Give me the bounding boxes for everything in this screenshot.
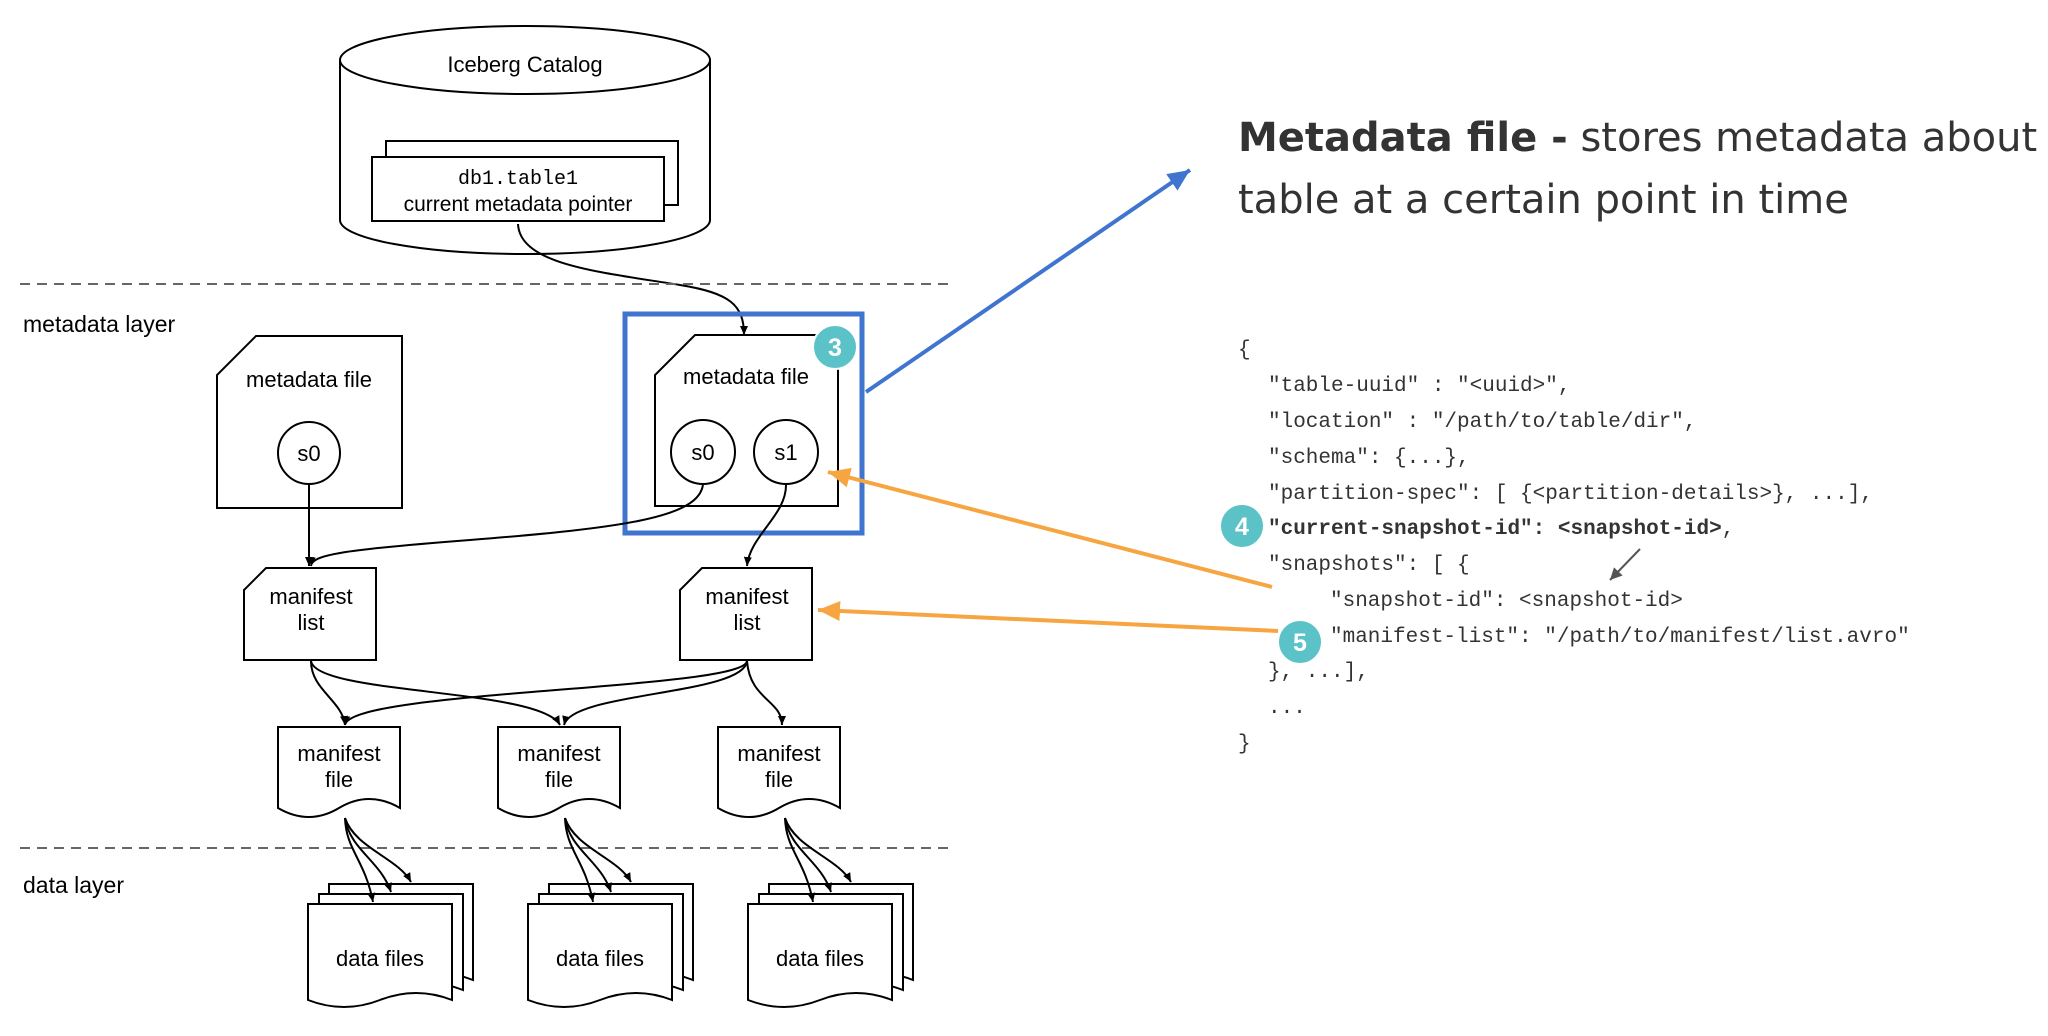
catalog-table-name: db1.table1 xyxy=(458,168,578,191)
manifest-file-3: manifest file xyxy=(717,726,841,818)
heading-line-2: table at a certain point in time xyxy=(1238,177,1849,223)
manifest-file-label: file xyxy=(765,767,793,792)
metadata-json: { "table-uuid" : "<uuid>", "location" : … xyxy=(1238,339,1910,756)
code-location: "location" : "/path/to/table/dir", xyxy=(1268,411,1696,434)
manifest-list-label: list xyxy=(734,610,761,635)
catalog-title: Iceberg Catalog xyxy=(447,52,602,77)
highlight-arrow xyxy=(864,168,1192,394)
manifest-file-2: manifest file xyxy=(497,726,621,818)
badge-5-text: 5 xyxy=(1293,629,1307,657)
manifest-file-arrows xyxy=(344,817,852,903)
code-snapshots: "snapshots": [ { xyxy=(1268,554,1470,577)
manifest-file-label: manifest xyxy=(737,741,820,766)
data-files-1: data files xyxy=(307,883,474,1008)
metadata-file-old: metadata file s0 xyxy=(216,335,403,509)
manifest-file-label: file xyxy=(325,767,353,792)
manifest-list-arrows xyxy=(310,660,786,726)
snapshot-reference-arrow xyxy=(1609,548,1641,581)
snapshot-arrows xyxy=(305,483,788,567)
badge-3-text: 3 xyxy=(828,334,842,362)
heading-bold: Metadata file - xyxy=(1238,115,1568,161)
metadata-file-current: metadata file s0 s1 xyxy=(654,334,839,507)
data-files-label: data files xyxy=(556,946,644,971)
data-files-label: data files xyxy=(336,946,424,971)
metadata-file-label: metadata file xyxy=(683,364,809,389)
manifest-file-label: manifest xyxy=(297,741,380,766)
code-open-brace: { xyxy=(1238,339,1251,362)
metadata-layer-label: metadata layer xyxy=(23,311,175,337)
iceberg-catalog: Iceberg Catalog db1.table1 current metad… xyxy=(339,25,711,255)
catalog-pointer-label: current metadata pointer xyxy=(404,193,633,216)
manifest-list-left: manifest list xyxy=(243,567,377,661)
snapshot-s1: s1 xyxy=(774,440,797,465)
badge-5: 5 xyxy=(1277,619,1323,665)
code-close-brace: } xyxy=(1238,733,1251,756)
manifest-list-arrow xyxy=(817,601,1279,633)
pointer-arrow xyxy=(517,223,748,336)
data-files-2: data files xyxy=(527,883,694,1008)
highlight-box xyxy=(622,311,865,536)
heading-line-1: Metadata file - stores metadata about a xyxy=(1238,115,2048,161)
code-schema: "schema": {...}, xyxy=(1268,447,1470,470)
manifest-file-1: manifest file xyxy=(277,726,401,818)
code-current-snapshot-colon: : xyxy=(1533,518,1558,541)
code-current-snapshot: "current-snapshot-id": <snapshot-id>, xyxy=(1268,518,1734,541)
manifest-list-label: manifest xyxy=(705,584,788,609)
code-current-snapshot-comma: , xyxy=(1722,518,1735,541)
code-manifest-list: "manifest-list": "/path/to/manifest/list… xyxy=(1330,626,1910,649)
snapshot-s0: s0 xyxy=(691,440,714,465)
manifest-file-label: file xyxy=(545,767,573,792)
code-close-snapshots: }, ...], xyxy=(1268,661,1369,684)
data-files-3: data files xyxy=(747,883,914,1008)
current-snapshot-arrow xyxy=(827,467,1273,589)
manifest-list-right: manifest list xyxy=(679,567,813,661)
code-ellipsis: ... xyxy=(1268,697,1306,720)
heading-rest: stores metadata about a xyxy=(1580,115,2048,161)
code-current-snapshot-key: "current-snapshot-id" xyxy=(1268,518,1533,541)
code-partition-spec: "partition-spec": [ {<partition-details>… xyxy=(1268,483,1873,506)
code-current-snapshot-value: <snapshot-id> xyxy=(1558,518,1722,541)
data-layer-label: data layer xyxy=(23,872,124,898)
badge-4-text: 4 xyxy=(1235,513,1249,541)
code-snapshot-id: "snapshot-id": <snapshot-id> xyxy=(1330,590,1683,613)
data-files-label: data files xyxy=(776,946,864,971)
manifest-file-label: manifest xyxy=(517,741,600,766)
metadata-file-label: metadata file xyxy=(246,367,372,392)
snapshot-s0: s0 xyxy=(297,441,320,466)
code-table-uuid: "table-uuid" : "<uuid>", xyxy=(1268,375,1570,398)
manifest-list-label: manifest xyxy=(269,584,352,609)
manifest-list-label: list xyxy=(298,610,325,635)
badge-4: 4 xyxy=(1219,503,1265,549)
badge-3: 3 xyxy=(812,324,858,370)
